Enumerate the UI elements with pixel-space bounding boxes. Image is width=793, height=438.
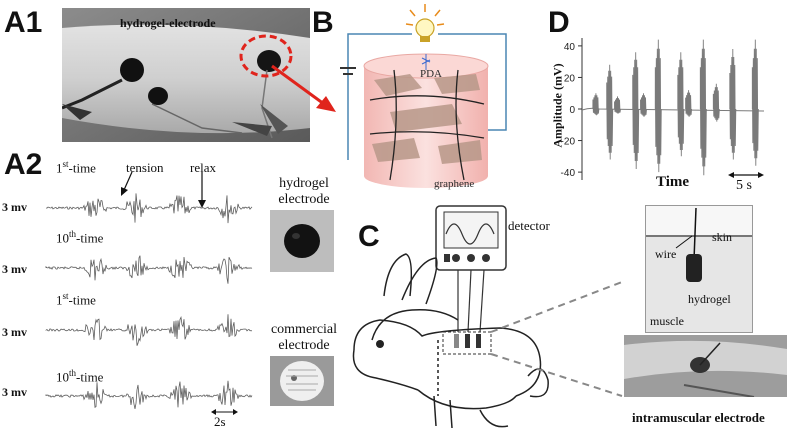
d-y-tick-label: 20 [564,73,576,84]
a2-relax-arrowhead [198,200,206,208]
a2-tension-arrowhead [121,187,128,196]
c-skin-label: skin [712,230,733,244]
c-muscle-schematic [645,205,753,333]
d-emg-burst [699,39,707,176]
a1-highlight-circle [239,34,293,78]
a2-relax-label: relax [190,160,216,175]
a2-emg-traces [45,171,253,415]
d-emg-chart: 40 20 0 -20 -40 [561,38,765,180]
a1-to-b-arrow-icon [271,64,336,112]
d-x-axis-label: Time [656,174,690,190]
d-emg-burst [632,52,640,170]
a2-trace-row-3 [45,314,253,346]
d-emg-burst [592,93,600,116]
c-rabbit-outline [352,253,549,429]
panel-letter-a2: A2 [4,148,43,181]
d-emg-burst [614,96,621,114]
a2-row2-scale: 3 mv [2,262,27,276]
c-detector-label: detector [508,218,550,233]
a2-row2-label: 10th-time [56,229,104,246]
a2-tension-label: tension [126,160,164,175]
a2-row1-label: 1st-time [56,159,96,176]
c-intramuscular-photo [624,335,787,397]
c-rabbit-setup [352,205,623,429]
a2-hydrogel-electrode-photo [270,210,334,272]
a2-trace-row-2 [45,255,253,284]
b-circuit-diagram [340,4,507,188]
d-emg-burst [677,52,685,157]
d-y-tick-label: 40 [564,42,576,53]
a2-time-scale-label: 2s [214,414,226,429]
d-emg-burst [751,39,759,166]
c-intramuscular-label: intramuscular electrode [632,410,765,425]
d-emg-burst [654,39,662,173]
a2-tension-arrow-icon [123,171,133,191]
panel-letter-b: B [312,6,334,39]
c-detector-icon [435,205,507,271]
d-emg-burst [712,83,720,122]
panel-letter-d: D [548,6,570,39]
b-pda-label: PDA [420,68,443,80]
b-graphene-sheets [372,74,482,164]
a2-row3-scale: 3 mv [2,325,27,339]
a2-row4-scale: 3 mv [2,385,27,399]
a2-row4-label: 10th-time [56,368,104,385]
a1-hydrogel-electrode-label: hydrogel-electrode [120,16,216,30]
b-graphene-label: graphene [434,178,475,190]
d-time-scale-bar [728,172,764,178]
c-wire-label: wire [655,247,677,261]
a1-arm-photo [62,8,310,142]
a2-row1-scale: 3 mv [2,200,27,214]
d-y-axis-label: Amplitude (mV) [550,63,565,148]
d-y-tick-label: -40 [561,168,576,179]
d-emg-burst [640,93,647,117]
d-time-scale-label: 5 s [736,178,752,193]
a2-row3-label: 1st-time [56,291,96,308]
d-emg-burst [606,64,614,160]
d-y-tick-label: 0 [569,105,575,116]
c-muscle-label: muscle [650,314,684,328]
panel-letter-c: C [358,220,380,253]
d-emg-burst [685,90,693,117]
a2-trace-row-1 [45,193,253,224]
d-baseline-trace [581,107,765,112]
a2-trace-row-4 [45,380,253,409]
b-lightbulb-icon [405,4,445,42]
a2-commercial-electrode-photo [270,356,334,406]
d-y-tick-label: -20 [561,137,576,148]
d-emg-burst [729,48,737,160]
panel-letter-a1: A1 [4,6,43,39]
c-hydrogel-label: hydrogel [688,292,731,306]
